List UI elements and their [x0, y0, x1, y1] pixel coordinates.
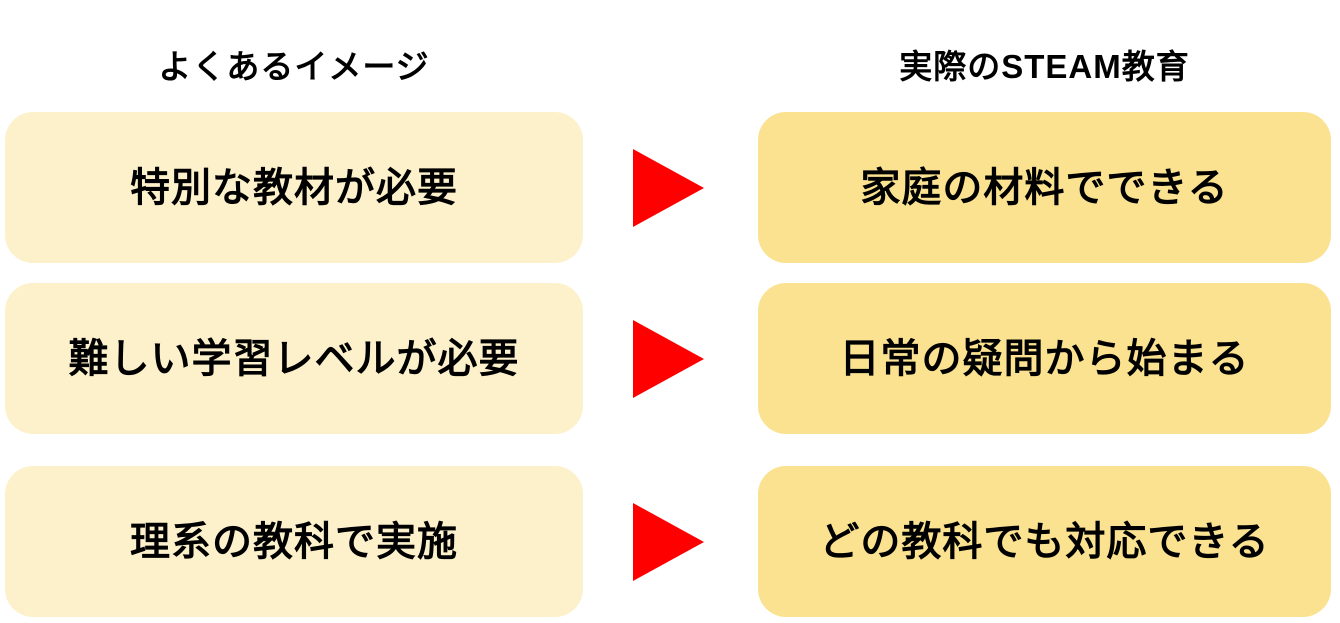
- arrow-right-icon: [633, 148, 704, 227]
- comparison-row-1: 特別な教材が必要 家庭の材料でできる: [0, 112, 1340, 263]
- left-column-header: よくあるイメージ: [158, 48, 430, 85]
- myth-box-2: 難しい学習レベルが必要: [5, 283, 583, 434]
- reality-label-3: どの教科でも対応できる: [819, 519, 1270, 564]
- comparison-row-2: 難しい学習レベルが必要 日常の疑問から始まる: [0, 283, 1340, 434]
- reality-box-1: 家庭の材料でできる: [758, 112, 1331, 263]
- reality-box-3: どの教科でも対応できる: [758, 466, 1331, 617]
- myth-box-3: 理系の教科で実施: [5, 466, 583, 617]
- right-column-header: 実際のSTEAM教育: [899, 48, 1190, 85]
- arrow-right-icon: [633, 502, 704, 581]
- arrow-right-icon: [633, 319, 704, 398]
- myth-label-2: 難しい学習レベルが必要: [68, 336, 520, 381]
- myth-label-1: 特別な教材が必要: [130, 165, 458, 210]
- myth-label-3: 理系の教科で実施: [130, 519, 458, 564]
- reality-label-1: 家庭の材料でできる: [860, 165, 1229, 210]
- comparison-row-3: 理系の教科で実施 どの教科でも対応できる: [0, 466, 1340, 617]
- myth-box-1: 特別な教材が必要: [5, 112, 583, 263]
- reality-label-2: 日常の疑問から始まる: [839, 336, 1250, 381]
- reality-box-2: 日常の疑問から始まる: [758, 283, 1331, 434]
